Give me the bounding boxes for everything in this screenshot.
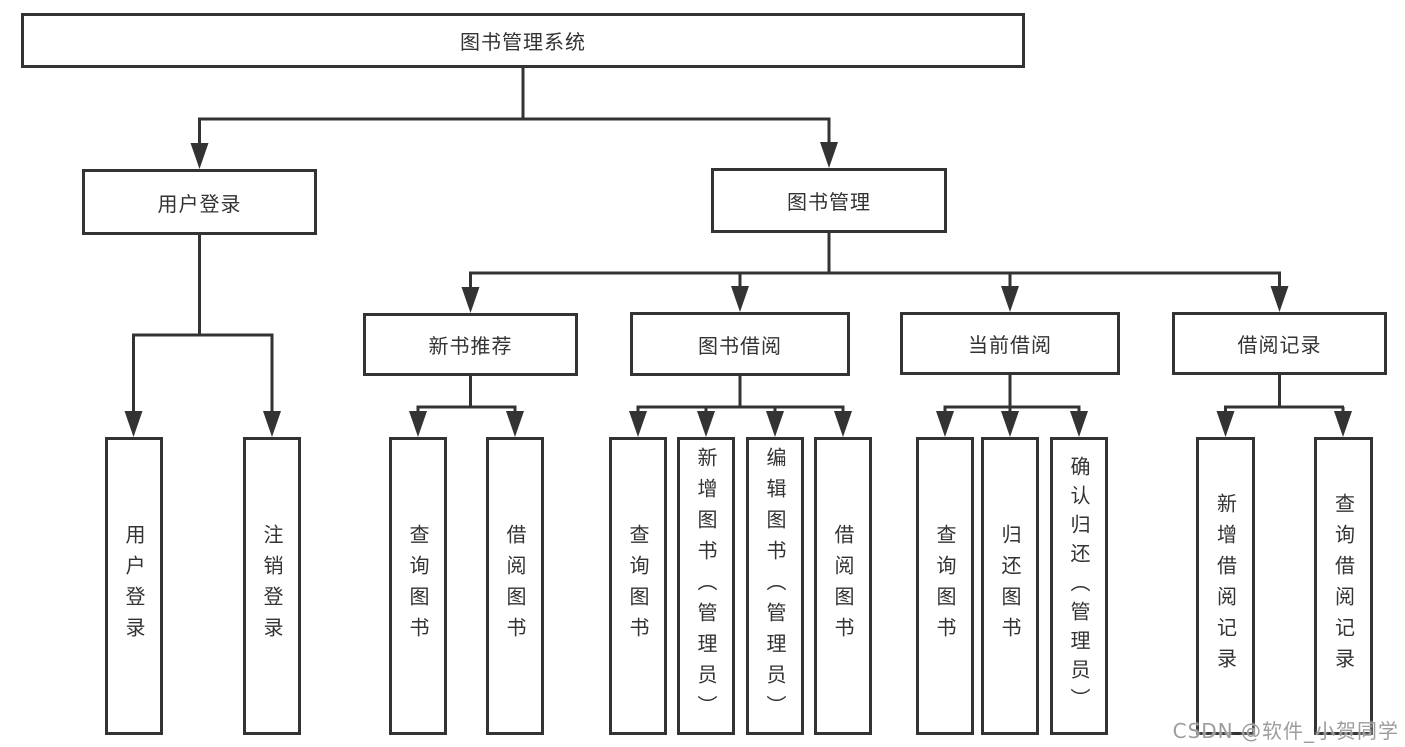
leaf-add-book-admin-label: 新增图书（管理员） [694,446,718,726]
leaf-edit-book-admin: 编辑图书（管理员） [746,437,804,735]
edges-book-management [461,233,1289,313]
edges-borrow-records [1216,375,1352,437]
leaf-recommend-query-book: 查询图书 [389,437,447,735]
leaf-borrow-query-book: 查询图书 [609,437,667,735]
leaf-logout: 注销登录 [243,437,301,735]
leaf-borrow-book-label: 借阅图书 [831,524,855,648]
leaf-add-book-admin: 新增图书（管理员） [677,437,735,735]
leaf-borrow-book: 借阅图书 [814,437,872,735]
edges-user-login [124,235,281,437]
leaf-query-borrow-record: 查询借阅记录 [1314,437,1373,735]
node-book-management: 图书管理 [711,168,947,233]
node-root-library-system: 图书管理系统 [21,13,1025,68]
leaf-edit-book-admin-label: 编辑图书（管理员） [763,446,787,726]
edges-new-book-recommend [409,376,524,437]
leaf-recommend-borrow-book-label: 借阅图书 [503,524,527,648]
leaf-user-login-label: 用户登录 [122,524,146,648]
leaf-user-login: 用户登录 [105,437,163,735]
node-borrow-records: 借阅记录 [1172,312,1387,375]
leaf-current-query-book-label: 查询图书 [933,524,957,648]
node-user-login: 用户登录 [82,169,317,235]
leaf-query-borrow-record-label: 查询借阅记录 [1331,493,1356,679]
edges-root [190,68,838,169]
leaf-recommend-borrow-book: 借阅图书 [486,437,544,735]
leaf-recommend-query-book-label: 查询图书 [406,524,430,648]
leaf-borrow-query-book-label: 查询图书 [626,524,650,648]
node-book-borrow: 图书借阅 [630,312,850,376]
leaf-add-borrow-record: 新增借阅记录 [1196,437,1255,735]
edges-current-borrow [936,375,1088,437]
edges-book-borrow [629,376,852,437]
node-new-book-recommend: 新书推荐 [363,313,578,376]
leaf-confirm-return-admin: 确认归还（管理员） [1050,437,1108,735]
leaf-current-query-book: 查询图书 [916,437,974,735]
leaf-confirm-return-admin-label: 确认归还（管理员） [1067,455,1091,717]
leaf-add-borrow-record-label: 新增借阅记录 [1213,493,1238,679]
leaf-logout-label: 注销登录 [260,524,284,648]
leaf-return-book: 归还图书 [981,437,1039,735]
node-current-borrow: 当前借阅 [900,312,1120,375]
csdn-watermark: CSDN @软件_小贺同学 [1172,719,1399,743]
leaf-return-book-label: 归还图书 [998,524,1022,648]
